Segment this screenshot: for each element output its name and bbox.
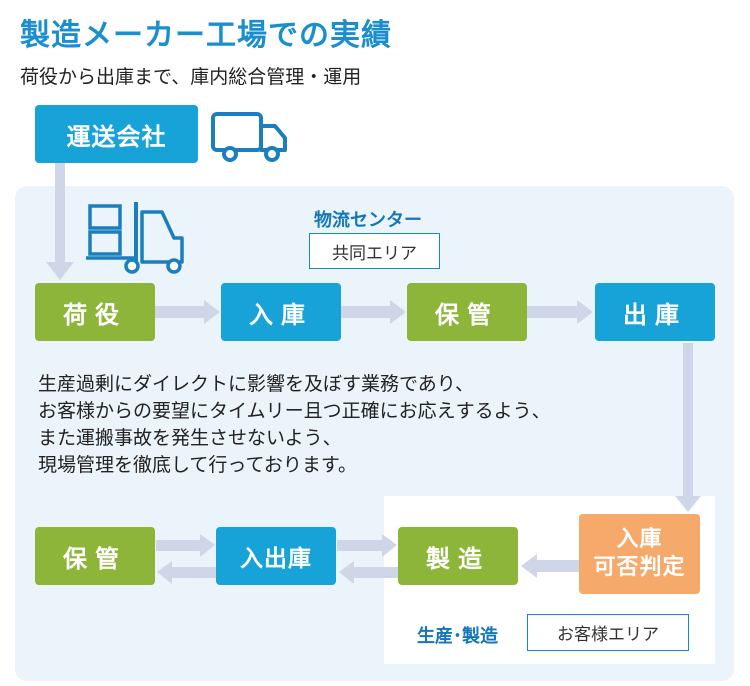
shared-area-label: 物流センター xyxy=(314,210,422,231)
description-line: お客様からの要望にタイムリー且つ正確にお応えするよう、 xyxy=(38,400,551,422)
flow-step-manufacturing: 製造 xyxy=(398,527,518,585)
flow-step-cargo-handling: 荷役 xyxy=(35,283,155,341)
page-title: 製造メーカー工場での実績 xyxy=(20,18,392,53)
page-subtitle: 荷役から出庫まで、庫内総合管理・運用 xyxy=(20,66,362,88)
description-line: 現場管理を徹底して行っております。 xyxy=(38,454,358,476)
forklift-icon xyxy=(86,202,184,274)
flow-step-storage: 保管 xyxy=(407,283,527,341)
customer-area-label: 生産･製造 xyxy=(417,626,498,647)
customer-area-tag: お客様エリア xyxy=(527,614,689,651)
carrier-box: 運送会社 xyxy=(35,105,198,163)
flow-step-receiving: 入庫 xyxy=(221,283,341,341)
flow-step-shipping: 出庫 xyxy=(595,283,715,341)
flow-step-in-out: 入出庫 xyxy=(216,527,336,585)
flow-step-storage-bottom: 保管 xyxy=(35,527,155,585)
shared-area-tag: 共同エリア xyxy=(309,233,440,269)
flow-step-receiving-judgment: 入庫 可否判定 xyxy=(579,514,700,594)
description-text: 生産過剰にダイレクトに影響を及ぼす業務であり、 お客様からの要望にタイムリー且つ… xyxy=(38,371,551,479)
description-line: また運搬事故を発生させないよう、 xyxy=(38,427,342,449)
truck-icon xyxy=(211,112,287,162)
description-line: 生産過剰にダイレクトに影響を及ぼす業務であり、 xyxy=(38,373,475,395)
